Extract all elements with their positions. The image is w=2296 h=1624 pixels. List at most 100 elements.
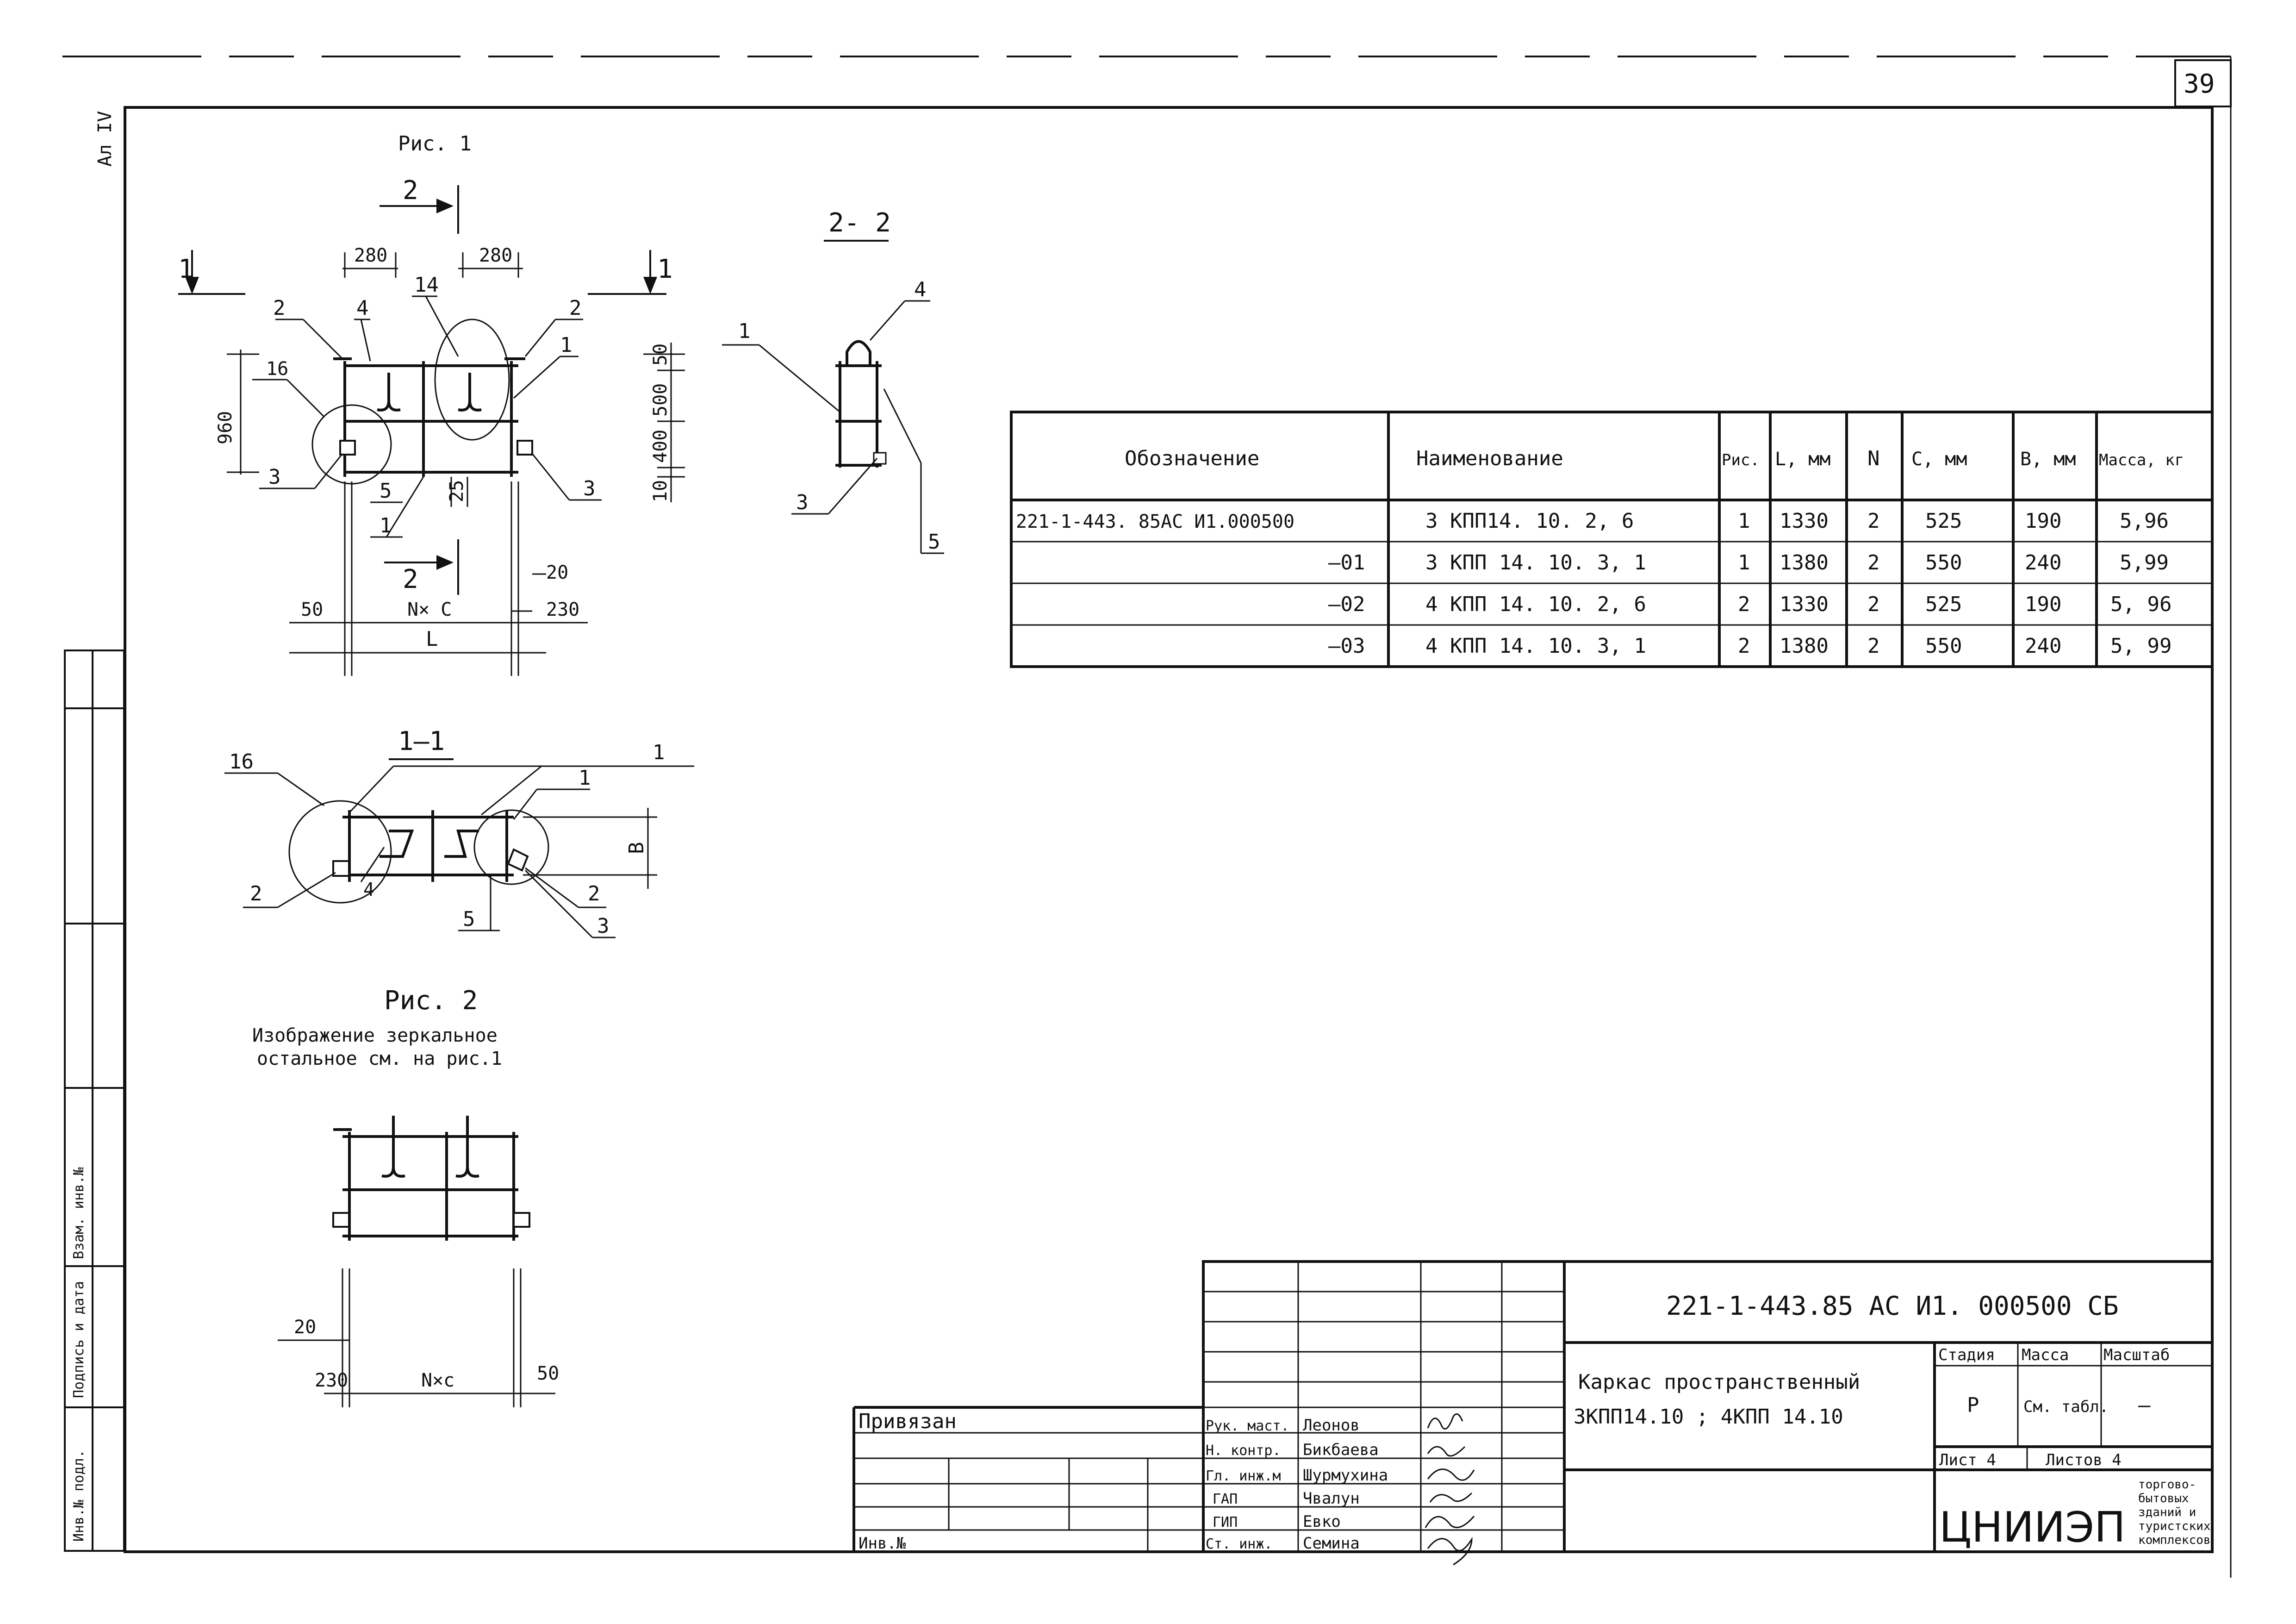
figure-2-dim-50: 50 <box>537 1363 559 1384</box>
mass-label: Масса <box>2022 1346 2069 1364</box>
person-name: Леонов <box>1303 1416 1360 1435</box>
stage-value: Р <box>1967 1393 1979 1417</box>
section-1-1-callout-16: 16 <box>229 750 254 774</box>
sheets-label: Листов 4 <box>2046 1451 2122 1469</box>
margin-label-vzam-inv: Взам. инв.№ <box>71 1167 87 1259</box>
section-1-1-callout-2-left: 2 <box>250 882 262 906</box>
cell-C: 550 <box>1925 634 1962 658</box>
callout-3-right: 3 <box>583 477 596 500</box>
dim-10: 10 <box>650 480 671 502</box>
cell-fig: 1 <box>1738 509 1750 533</box>
cell-B: 190 <box>2025 509 2061 533</box>
dim-960: 960 <box>215 411 236 444</box>
role-label: Ст. инж. <box>1206 1536 1273 1552</box>
role-label: Рук. маст. <box>1206 1418 1289 1434</box>
section-marker-1-left: 1 <box>178 254 194 284</box>
table-header-fig: Рис. <box>1722 451 1760 469</box>
role-label: Н. контр. <box>1206 1443 1281 1459</box>
role-label: ГИП <box>1213 1514 1238 1530</box>
cell-name: 4 КПП 14. 10. 3, 1 <box>1425 634 1646 658</box>
section-1-1-callout-1: 1 <box>579 766 591 790</box>
section-2-2-callout-5: 5 <box>928 530 940 554</box>
person-name: Бикбаева <box>1303 1441 1379 1459</box>
figure-2-note-line2: остальное см. на рис.1 <box>257 1048 502 1069</box>
inv-no-label: Инв.№ <box>859 1534 906 1553</box>
cell-N: 2 <box>1867 593 1880 616</box>
section-1-1: 1–1 В <box>224 726 694 938</box>
cell-name: 3 КПП14. 10. 2, 6 <box>1425 509 1634 533</box>
table-header-name: Наименование <box>1416 447 1563 470</box>
dim-50-bottom: 50 <box>301 599 323 620</box>
section-1-1-callout-2-right: 2 <box>588 882 600 906</box>
scale-label: Масштаб <box>2103 1346 2170 1364</box>
privyazan-label: Привязан <box>859 1410 957 1433</box>
table-row: –03 4 КПП 14. 10. 3, 1 2 1380 2 550 240 … <box>1328 634 2172 658</box>
cell-designation: 221-1-443. 85АС И1.000500 <box>1016 511 1294 532</box>
figure-2-title: Рис. 2 <box>384 986 478 1016</box>
person-name: Семина <box>1303 1534 1360 1553</box>
mass-value: См. табл. <box>2023 1398 2109 1416</box>
callout-1-bottom: 1 <box>380 514 392 537</box>
section-2-2-title: 2- 2 <box>828 208 891 238</box>
sheet-label: Лист 4 <box>1939 1451 1996 1469</box>
dim-230: 230 <box>546 599 579 620</box>
margin-label-podpis-data: Подпись и дата <box>71 1281 87 1398</box>
cell-mass: 5,99 <box>2120 551 2169 575</box>
callout-16: 16 <box>266 358 288 380</box>
dim-20: 20 <box>546 562 568 583</box>
cell-L: 1330 <box>1780 509 1829 533</box>
section-2-2-callout-1: 1 <box>738 319 751 343</box>
cell-fig: 2 <box>1738 634 1750 658</box>
cell-mass: 5, 99 <box>2110 634 2172 658</box>
cell-N: 2 <box>1867 634 1880 658</box>
cell-B: 240 <box>2025 551 2061 575</box>
org-logo: ЦНИИЭП <box>1939 1503 2126 1552</box>
stage-label: Стадия <box>1938 1346 1995 1364</box>
scale-value: — <box>2138 1393 2151 1417</box>
person-name: Чвалун <box>1303 1489 1360 1508</box>
section-1-1-callout-4: 4 <box>363 879 374 900</box>
table-header-designation: Обозначение <box>1125 447 1259 470</box>
cell-B: 240 <box>2025 634 2061 658</box>
org-name-line: торгово- <box>2138 1478 2196 1492</box>
signatures <box>1425 1413 1475 1566</box>
cell-mass: 5,96 <box>2120 509 2169 533</box>
org-name-line: туристских <box>2138 1519 2211 1533</box>
cell-designation: –02 <box>1328 593 1365 616</box>
cell-designation: –03 <box>1328 634 1365 658</box>
cell-fig: 1 <box>1738 551 1750 575</box>
callout-4: 4 <box>356 296 369 320</box>
role-label: ГАП <box>1213 1491 1238 1507</box>
cell-fig: 2 <box>1738 593 1750 616</box>
figure-2: Рис. 2 Изображение зеркальное остальное … <box>252 986 559 1407</box>
callout-2-left: 2 <box>273 296 286 320</box>
cell-C: 550 <box>1925 551 1962 575</box>
org-name-line: зданий и <box>2138 1505 2196 1519</box>
section-marker-2-top: 2 <box>403 175 418 206</box>
section-1-1-callout-5: 5 <box>463 907 475 931</box>
section-1-1-callout-1-top: 1 <box>653 741 665 764</box>
cell-C: 525 <box>1925 509 1962 533</box>
org-name-line: бытовых <box>2138 1492 2189 1505</box>
dim-400: 400 <box>650 430 671 463</box>
cell-B: 190 <box>2025 593 2061 616</box>
figure-2-dim-n-x-c: N×c <box>421 1370 454 1391</box>
table-row: 221-1-443. 85АС И1.000500 3 КПП14. 10. 2… <box>1016 509 2169 533</box>
section-1-1-title: 1–1 <box>398 726 445 756</box>
figure-1: Рис. 1 2 2 1 1 <box>178 132 685 676</box>
cell-N: 2 <box>1867 509 1880 533</box>
sheet-number: 39 <box>2184 69 2215 99</box>
callout-14: 14 <box>414 273 439 297</box>
cell-mass: 5, 96 <box>2110 593 2172 616</box>
dim-280-left: 280 <box>354 245 387 266</box>
person-name: Евко <box>1303 1512 1341 1531</box>
org-name-line: комплексов <box>2138 1533 2211 1547</box>
dim-500: 500 <box>650 383 671 417</box>
role-label: Гл. инж.м <box>1206 1468 1281 1484</box>
cell-C: 525 <box>1925 593 1962 616</box>
figure-2-note-line1: Изображение зеркальное <box>252 1025 498 1046</box>
album-label: Ал IV <box>94 111 116 167</box>
cell-L: 1380 <box>1780 551 1829 575</box>
dim-50: 50 <box>650 344 671 366</box>
